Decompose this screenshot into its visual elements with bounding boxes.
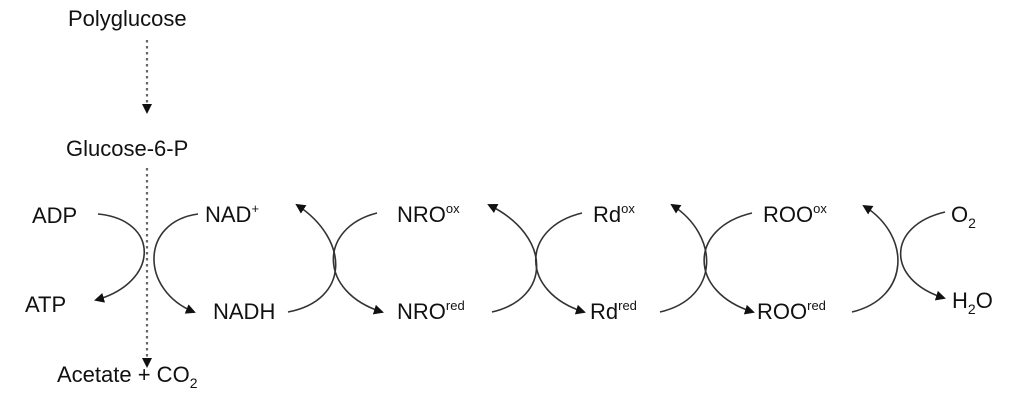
arrow-nad-to-nadh — [153, 213, 199, 314]
arrow-rd-red-to-rd-ox — [659, 203, 708, 313]
o2-label: O2 — [951, 202, 976, 231]
arrow-nro-ox-to-nro-red — [332, 212, 384, 315]
roo-ox-label: ROOox — [763, 201, 827, 227]
adp-label: ADP — [32, 203, 77, 228]
arrow-nro-red-to-nro-ox — [487, 204, 538, 313]
arrow-roo-red-to-roo-ox — [851, 204, 899, 313]
nadh-label: NADH — [213, 299, 275, 324]
nro-ox-label: NROox — [397, 201, 460, 227]
rd-red-label: Rdred — [590, 298, 637, 324]
rd-ox-label: Rdox — [593, 201, 635, 227]
h2o-label: H2O — [952, 288, 993, 317]
arrow-rd-ox-to-rd-red — [534, 212, 586, 315]
glucose-6-p-label: Glucose-6-P — [66, 136, 188, 161]
acetate-co2-label: Acetate + CO2 — [57, 362, 198, 391]
arrow-o2-to-h2o — [899, 211, 946, 301]
roo-red-label: ROOred — [757, 298, 826, 324]
arrow-nadh-to-nad — [287, 203, 337, 313]
atp-label: ATP — [25, 292, 66, 317]
nro-red-label: NROred — [397, 298, 465, 324]
nad-plus-label: NAD+ — [205, 201, 259, 227]
arrow-adp-to-atp — [94, 213, 146, 303]
arrow-roo-ox-to-roo-red — [703, 212, 755, 315]
polyglucose-label: Polyglucose — [68, 6, 187, 31]
